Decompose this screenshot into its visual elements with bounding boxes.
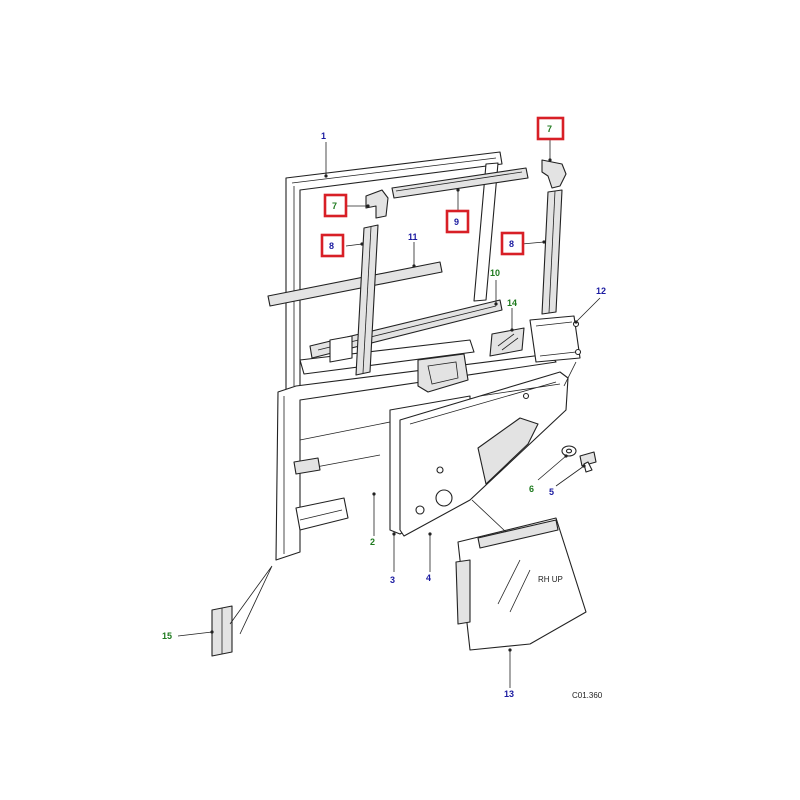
highlight-box-7b [536, 116, 565, 141]
callout-6[interactable]: 6 [529, 484, 534, 494]
callout-7b[interactable]: 7 [547, 124, 552, 134]
drawing-ref: C01.360 [572, 691, 603, 700]
glass-marking: RH UP [538, 575, 563, 584]
callout-7a[interactable]: 7 [332, 201, 337, 211]
highlight-box-8b [500, 231, 525, 256]
main-panel [399, 371, 569, 537]
bracket [529, 315, 582, 363]
callout-12[interactable]: 12 [596, 286, 606, 296]
outer-strip [267, 261, 443, 307]
highlight-box-9 [445, 209, 470, 234]
highlight-box-7a [323, 193, 348, 218]
grommet [211, 605, 233, 657]
callout-3[interactable]: 3 [390, 575, 395, 585]
callout-1[interactable]: 1 [321, 131, 326, 141]
callout-14[interactable]: 14 [507, 298, 517, 308]
callout-11[interactable]: 11 [408, 232, 418, 242]
callout-15[interactable]: 15 [162, 631, 172, 641]
trim-piece [489, 327, 525, 357]
callout-4[interactable]: 4 [426, 573, 431, 583]
callout-10[interactable]: 10 [490, 268, 500, 278]
channel-right [541, 189, 563, 315]
callout-8a[interactable]: 8 [329, 241, 334, 251]
callout-13[interactable]: 13 [504, 689, 514, 699]
corner-piece-right [541, 159, 567, 189]
bolt [579, 451, 597, 473]
callout-leaders [177, 138, 601, 688]
window-glass: RH UP [455, 517, 587, 651]
channel-left [355, 224, 379, 376]
callout-5[interactable]: 5 [549, 487, 554, 497]
callout-2[interactable]: 2 [370, 537, 375, 547]
callout-9[interactable]: 9 [454, 217, 459, 227]
highlight-boxes [320, 116, 565, 258]
lock-plate [417, 353, 469, 393]
washer [561, 445, 577, 457]
callout-8b[interactable]: 8 [509, 239, 514, 249]
corner-piece-left [365, 189, 389, 219]
callout-labels: 1 2 3 4 5 6 7 7 8 8 9 10 11 12 13 14 15 [162, 124, 606, 699]
highlight-box-8a [320, 233, 345, 258]
top-channel [391, 167, 529, 199]
